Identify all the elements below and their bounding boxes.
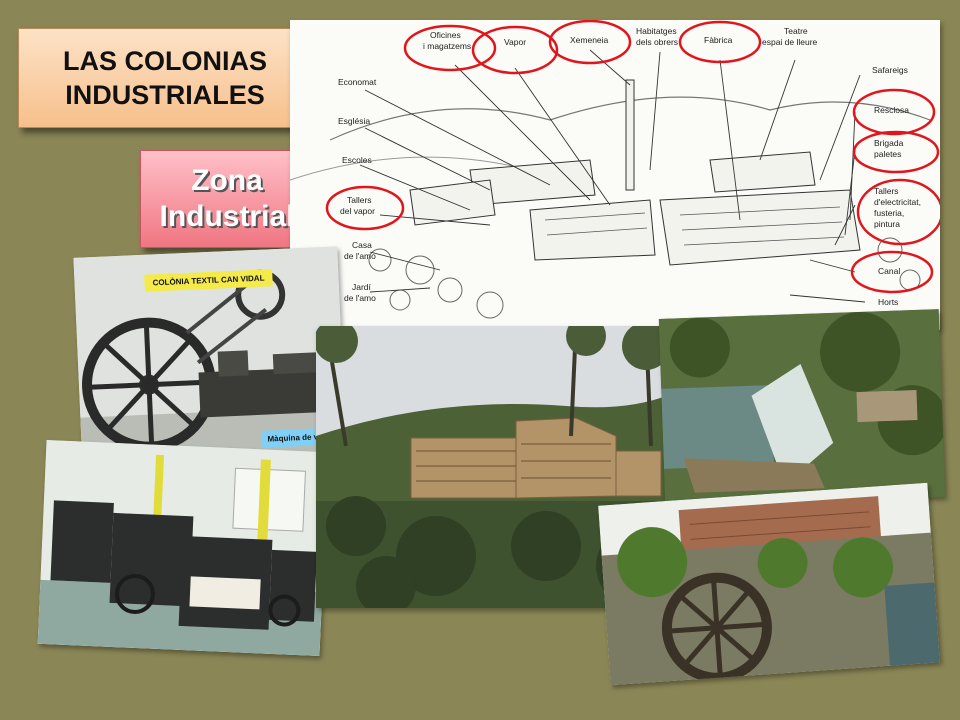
- label-obrers: dels obrers: [636, 37, 678, 47]
- sketch-drawing: Oficines i magatzems Vapor Xemeneia Habi…: [290, 20, 940, 319]
- hill-outline: [290, 156, 531, 181]
- label-xemeneia: Xemeneia: [570, 35, 609, 45]
- factory-buildings: [409, 79, 861, 266]
- highlight-circles: [325, 20, 940, 294]
- slide-title: LAS COLONIAS INDUSTRIALES: [62, 46, 267, 110]
- leader-lines: [359, 49, 866, 303]
- highlight-fabrica: [678, 20, 762, 64]
- highlight-resclosa: [852, 88, 936, 136]
- highlight-oficines: [403, 24, 497, 72]
- label-fabrica: Fàbrica: [704, 35, 733, 45]
- highlight-tallers-vapor: [325, 185, 405, 231]
- label-del-vapor: del vapor: [340, 206, 375, 216]
- label-oficines: Oficines: [430, 30, 461, 40]
- highlight-brigada: [852, 130, 940, 174]
- building-windows: [544, 206, 845, 246]
- water-wheel-photo: [598, 482, 940, 686]
- weir-drawing: [658, 309, 946, 507]
- label-economat: Economat: [338, 77, 377, 87]
- label-fusteria: fusteria,: [874, 208, 904, 218]
- weir-waterfall: [751, 364, 834, 485]
- label-vapor: Vapor: [504, 37, 526, 47]
- label-pintura: pintura: [874, 219, 900, 229]
- label-electricitat: d'electricitat,: [874, 197, 921, 207]
- steam-engine-photo: COLÒNIA TEXTIL CAN VIDAL Màquina de vapo…: [73, 246, 347, 474]
- title-box: LAS COLONIAS INDUSTRIALES: [18, 28, 312, 128]
- label-espai: espai de lleure: [762, 37, 818, 47]
- label-brigada: Brigada: [874, 138, 904, 148]
- colony-sketch-diagram: Oficines i magatzems Vapor Xemeneia Habi…: [290, 20, 940, 330]
- label-resclosa: Resclosa: [874, 105, 909, 115]
- looms-photo: [37, 439, 329, 657]
- factory-landscape-drawing: [316, 326, 666, 608]
- highlight-tallers-electricitat: [856, 178, 940, 246]
- label-tallers-vapor: Tallers: [347, 195, 372, 205]
- highlight-canal: [850, 250, 934, 294]
- label-magatzems: i magatzems: [423, 41, 471, 51]
- subtitle-box: Zona Industrial: [140, 150, 314, 248]
- hill-outline: [329, 96, 931, 141]
- label-jardi-amo: de l'amo: [344, 293, 376, 303]
- label-casa-amo: de l'amo: [344, 251, 376, 261]
- label-horts: Horts: [878, 297, 898, 307]
- label-teatre: Teatre: [784, 26, 808, 36]
- label-casa: Casa: [352, 240, 372, 250]
- water-wheel-drawing: [598, 482, 940, 686]
- slide-subtitle: Zona Industrial: [159, 164, 295, 233]
- label-jardi: Jardí: [352, 282, 372, 292]
- looms-drawing: [37, 439, 329, 657]
- label-tallers-electricitat: Tallers: [874, 186, 899, 196]
- label-escoles: Escoles: [342, 155, 372, 165]
- highlight-xemeneia: [548, 20, 632, 65]
- label-canal: Canal: [878, 266, 900, 276]
- weir-photo: [658, 309, 946, 507]
- label-esglesia: Església: [338, 116, 370, 126]
- label-safareigs: Safareigs: [872, 65, 908, 75]
- label-paletes: paletes: [874, 149, 901, 159]
- label-habitatges: Habitatges: [636, 26, 677, 36]
- highlight-vapor: [471, 25, 559, 75]
